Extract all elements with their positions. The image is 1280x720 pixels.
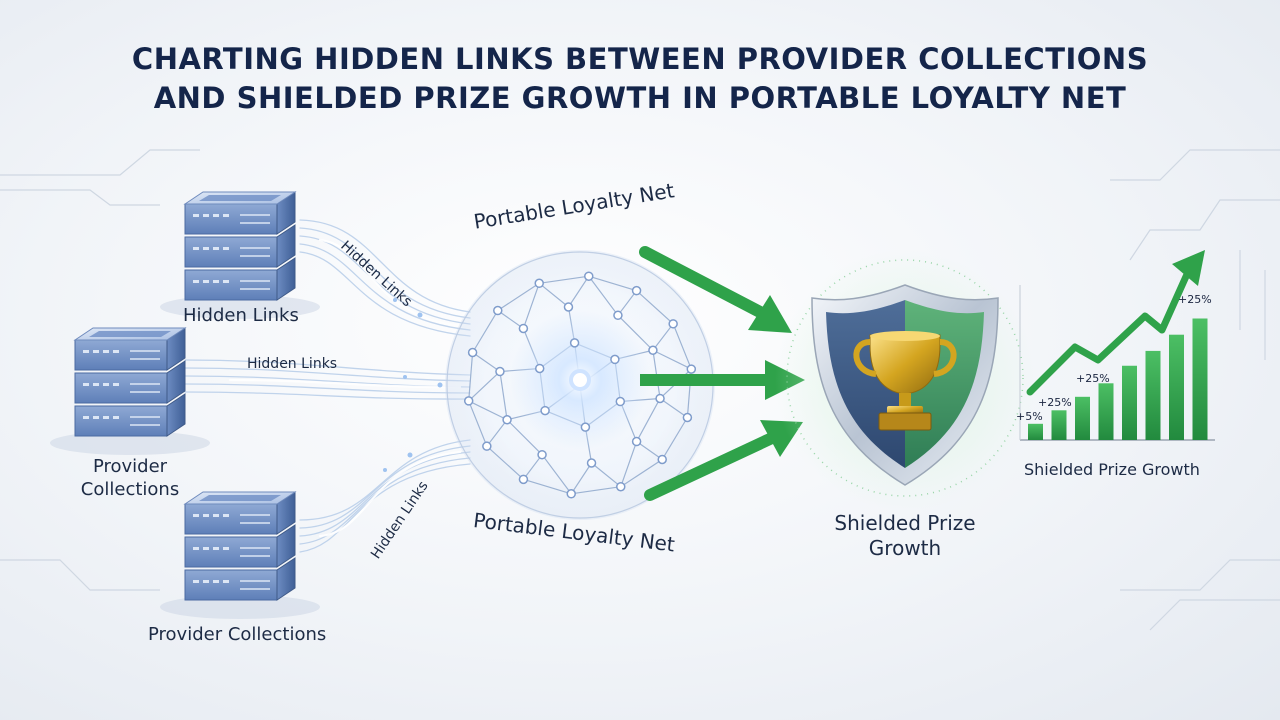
server-icon-bottom	[160, 491, 320, 619]
title-line-2: AND SHIELDED PRIZE GROWTH IN PORTABLE LO…	[153, 81, 1127, 115]
background-circuit-lines	[0, 149, 1280, 631]
title-line-1: CHARTING HIDDEN LINKS BETWEEN PROVIDER C…	[131, 42, 1149, 76]
growth-bar	[1169, 334, 1184, 440]
server-middle-label-line-1: Provider	[92, 456, 168, 477]
server-icon-top	[160, 191, 320, 319]
growth-arrow-icon	[1026, 250, 1205, 396]
server-icon-middle	[50, 327, 210, 455]
growth-bar	[1098, 383, 1114, 440]
growth-annotation-3: +25%	[1076, 372, 1110, 385]
growth-chart-caption: Shielded Prize Growth	[1024, 460, 1200, 479]
growth-annotation-1: +5%	[1016, 410, 1043, 423]
trophy-icon	[853, 331, 957, 431]
arrow-top	[639, 246, 792, 333]
growth-annotation-2: +25%	[1038, 396, 1072, 409]
provider-server-stacks	[50, 191, 320, 619]
server-middle-label: Provider Collections	[60, 455, 200, 501]
growth-bar	[1192, 318, 1208, 440]
growth-chart	[1019, 250, 1215, 441]
flow-arrows	[639, 246, 805, 501]
growth-bar	[1122, 365, 1137, 440]
shield-label-line-2: Growth	[868, 536, 942, 560]
hidden-link-lines	[184, 219, 471, 553]
growth-bar	[1075, 396, 1090, 440]
growth-bar	[1145, 350, 1161, 440]
globe-network-icon	[445, 250, 715, 520]
server-middle-label-line-2: Collections	[80, 479, 180, 500]
growth-annotation-4: +25%	[1178, 293, 1212, 306]
growth-bar	[1051, 410, 1067, 440]
page-title: CHARTING HIDDEN LINKS BETWEEN PROVIDER C…	[0, 40, 1280, 118]
server-top-label: Hidden Links	[183, 305, 299, 326]
growth-bar	[1028, 423, 1043, 440]
shield-label-line-1: Shielded Prize	[834, 511, 976, 535]
shield-label: Shielded Prize Growth	[805, 511, 1005, 561]
link-label-middle: Hidden Links	[247, 356, 338, 372]
server-bottom-label: Provider Collections	[148, 624, 327, 645]
